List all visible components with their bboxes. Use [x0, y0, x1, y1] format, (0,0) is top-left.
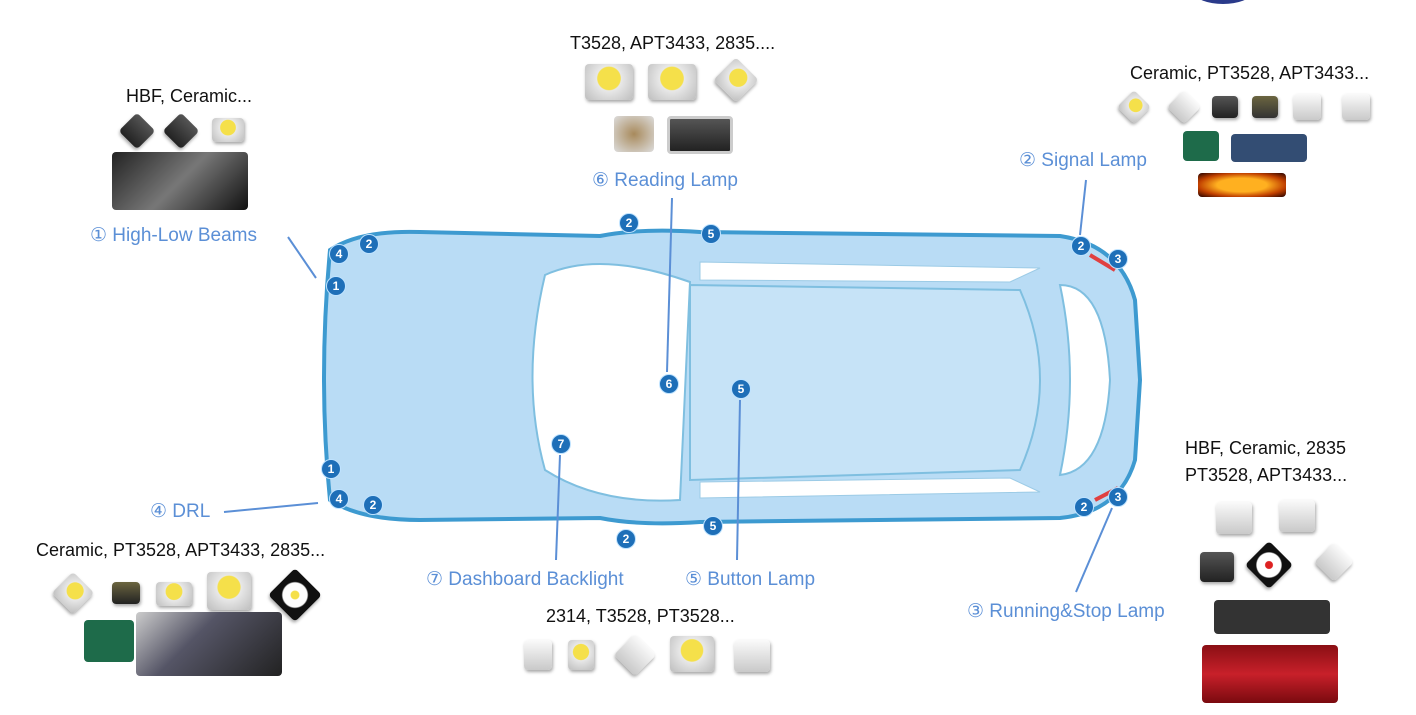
- led-chip-icon: [734, 640, 770, 672]
- led-board-photo: [1214, 600, 1330, 634]
- running-caption-1: HBF, Ceramic, 2835: [1185, 438, 1347, 458]
- marker-1: 1: [321, 459, 341, 479]
- reading-lamp-module-photo: [614, 116, 654, 152]
- marker-2: 2: [1071, 236, 1091, 256]
- signal-caption: Ceramic, PT3528, APT3433...: [1130, 63, 1370, 83]
- led-chip-icon: [156, 582, 192, 606]
- drl-caption: Ceramic, PT3528, APT3433, 2835...: [36, 540, 326, 560]
- led-chip-icon: [1293, 94, 1321, 120]
- led-chip-icon: [1279, 500, 1315, 532]
- led-chip-icon: [1212, 96, 1238, 118]
- marker-4: 4: [329, 489, 349, 509]
- pcb-photo: [84, 620, 134, 662]
- stop-lamp-photo: [1202, 645, 1338, 703]
- led-chip-icon: [585, 64, 633, 100]
- led-chip-icon: [568, 640, 594, 670]
- led-chip-icon: [1252, 96, 1278, 118]
- marker-2: 2: [359, 234, 379, 254]
- marker-2: 2: [363, 495, 383, 515]
- led-chip-icon: [1342, 94, 1370, 120]
- marker-2: 2: [616, 529, 636, 549]
- signal-light-photo: [1198, 173, 1286, 197]
- pcb-photo: [1183, 131, 1219, 161]
- marker-6: 6: [659, 374, 679, 394]
- leader-lines: [223, 179, 1113, 593]
- marker-3: 3: [1108, 249, 1128, 269]
- logo-fragment: [1195, 0, 1251, 4]
- led-chip-icon: [207, 572, 251, 610]
- led-chip-icon: [112, 582, 140, 604]
- marker-5: 5: [703, 516, 723, 536]
- marker-5: 5: [731, 379, 751, 399]
- led-chip-icon: [524, 640, 552, 670]
- rear-window: [1058, 283, 1112, 477]
- headlamp-photo: [136, 612, 282, 676]
- reading-caption: T3528, APT3433, 2835....: [570, 33, 776, 53]
- marker-7: 7: [551, 434, 571, 454]
- reading-lamp-photo: [667, 116, 733, 154]
- led-chip-icon: [1200, 552, 1234, 582]
- marker-2: 2: [619, 213, 639, 233]
- marker-1: 1: [326, 276, 346, 296]
- led-chip-icon: [670, 636, 714, 672]
- label-drl: ④ DRL: [150, 501, 211, 522]
- label-reading-lamp: ⑥ Reading Lamp: [592, 170, 738, 191]
- label-running-stop-lamp: ③ Running&Stop Lamp: [967, 601, 1165, 622]
- label-signal-lamp: ② Signal Lamp: [1019, 150, 1147, 171]
- windshield: [531, 263, 692, 502]
- label-dashboard-backlight: ⑦ Dashboard Backlight: [426, 569, 624, 590]
- label-high-low-beams: ① High-Low Beams: [90, 225, 257, 246]
- led-chip-icon: [648, 64, 696, 100]
- marker-5: 5: [701, 224, 721, 244]
- side-window-bottom: [699, 477, 1041, 499]
- headlamp-photo: [112, 152, 248, 210]
- led-chip-icon: [212, 118, 244, 142]
- marker-4: 4: [329, 244, 349, 264]
- button-caption: 2314, T3528, PT3528...: [546, 606, 735, 626]
- running-caption-2: PT3528, APT3433...: [1185, 465, 1348, 485]
- roof: [689, 283, 1041, 482]
- marker-3: 3: [1108, 487, 1128, 507]
- side-window-top: [699, 261, 1041, 283]
- led-chip-icon: [1216, 502, 1252, 534]
- high-low-caption: HBF, Ceramic...: [126, 86, 253, 106]
- label-button-lamp: ⑤ Button Lamp: [685, 569, 816, 590]
- marker-2: 2: [1074, 497, 1094, 517]
- led-strip-photo: [1231, 134, 1307, 162]
